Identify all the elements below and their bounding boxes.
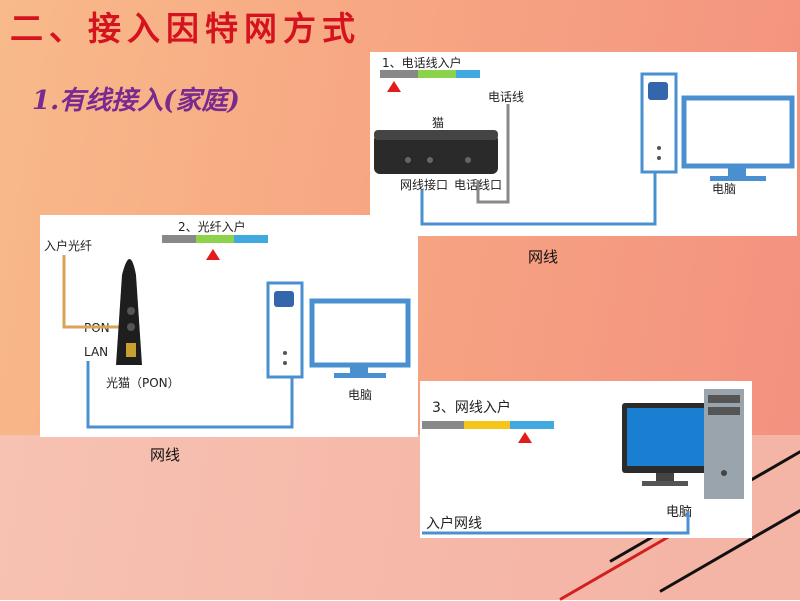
color-bar-gray: [162, 235, 196, 243]
panel-header: 1、电话线入户: [382, 56, 462, 70]
label-phone-line: 电话线: [488, 90, 525, 104]
label-modem: 猫: [432, 116, 445, 130]
color-bar-green: [418, 70, 456, 78]
color-bar-blue: [510, 421, 554, 429]
page-title: 二、接入因特网方式: [10, 9, 361, 48]
entry-marker: [518, 432, 532, 443]
color-bar-blue: [456, 70, 480, 78]
entry-marker: [387, 81, 401, 92]
label-pc: 电脑: [348, 388, 373, 402]
page-subtitle: 1.有线接入(家庭): [32, 86, 240, 116]
label-lan-port: 网线接口: [400, 178, 449, 192]
panel-header: 3、网线入户: [432, 400, 511, 416]
ethernet-diagram: [422, 389, 744, 535]
fiber-diagram: [62, 255, 411, 429]
caption-cable: 网线: [150, 446, 181, 464]
entry-marker: [206, 249, 220, 260]
caption-cable: 网线: [528, 248, 559, 266]
label-fiber: 入户光纤: [44, 239, 93, 253]
label-cable: 入户网线: [426, 516, 482, 532]
panel-fiber: 2、光纤入户 入户光纤 PON LAN 光猫（PON） 电脑: [40, 215, 418, 437]
panel-ethernet: 3、网线入户 电脑 入户网线: [420, 381, 752, 538]
color-bar-gray: [422, 421, 464, 429]
color-bar-gray: [380, 70, 418, 78]
label-pc: 电脑: [712, 182, 737, 196]
panel-header: 2、光纤入户: [178, 220, 246, 234]
color-bar-green: [196, 235, 234, 243]
color-bar-yellow: [464, 421, 510, 429]
label-pc: 电脑: [666, 505, 693, 520]
label-lan: LAN: [84, 345, 109, 359]
panel-phone-line: 1、电话线入户 电话线 猫 网线接口 电话线口 电脑: [370, 52, 797, 236]
label-onu: 光猫（PON）: [106, 376, 180, 390]
color-bar-blue: [234, 235, 268, 243]
phone-diagram: [374, 72, 795, 226]
